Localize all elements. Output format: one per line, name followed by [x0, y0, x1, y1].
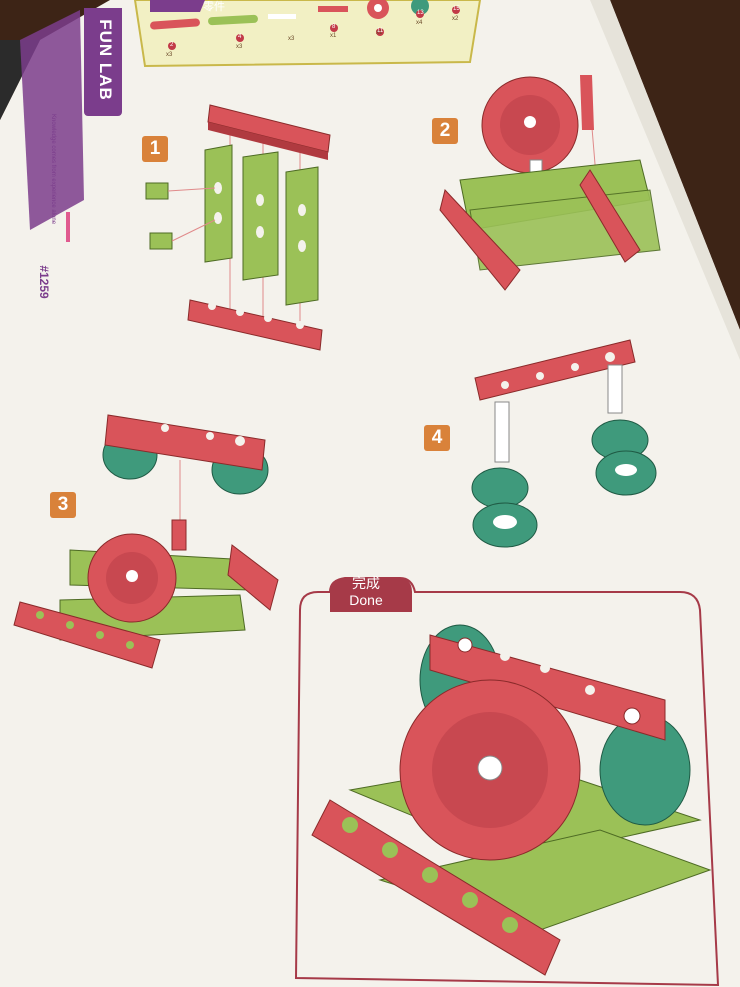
green-pin: [145, 182, 169, 200]
red-beam: [311, 799, 561, 976]
green-post: [285, 166, 319, 306]
part-quantity: x2: [452, 16, 459, 22]
red-pin: [580, 75, 594, 130]
part-quantity: x1: [376, 30, 383, 36]
step-3-badge: 3: [50, 492, 76, 518]
done-label-cn: 完成: [352, 575, 380, 591]
part-quantity: x1: [330, 33, 337, 39]
green-pin: [149, 232, 173, 250]
model-number: #1259: [37, 265, 51, 299]
done-panel: [294, 577, 720, 987]
part-quantity: x3: [166, 52, 173, 58]
step-2-badge: 2: [432, 118, 458, 144]
step-1-diagram: [145, 104, 331, 351]
red-beam: [474, 339, 636, 401]
red-beam: [227, 544, 279, 611]
step-1-badge: 1: [142, 136, 168, 162]
paper-fold: [590, 0, 740, 360]
red-beam: [439, 188, 521, 291]
part-number: 15: [453, 6, 460, 12]
green-post: [242, 151, 279, 281]
red-gear: [399, 679, 581, 861]
part-number: 8: [332, 24, 336, 30]
step-4-diagram: [471, 339, 657, 548]
pink-marker: [66, 212, 70, 242]
red-gear: [87, 533, 177, 623]
red-beam: [429, 634, 666, 741]
done-label-en: Done: [349, 592, 383, 608]
done-label: 完成 Done: [338, 575, 394, 609]
brand-name: FUN LAB: [96, 19, 115, 101]
brand-tagline: Knowledge comes from experience alone: [50, 114, 56, 225]
parts-bar-title: 零件: [203, 1, 225, 13]
step-4-badge: 4: [424, 425, 450, 451]
red-beam: [13, 601, 161, 669]
step-3-diagram: [13, 414, 279, 669]
red-pin: [171, 519, 187, 551]
green-post: [204, 144, 233, 263]
part-number: 13: [417, 10, 424, 16]
done-tab: [330, 578, 412, 612]
step-2-diagram: [439, 75, 661, 291]
part-quantity: x4: [416, 20, 423, 26]
parts-bar: [133, 0, 482, 68]
part-number: 4: [238, 34, 242, 40]
part-number: 2: [170, 42, 174, 48]
red-beam: [579, 169, 641, 263]
part-quantity: x3: [288, 36, 295, 42]
red-beam: [187, 299, 323, 351]
red-beam: [104, 414, 266, 471]
part-number: 11: [377, 28, 384, 34]
brand-tab: [84, 8, 122, 116]
red-gear: [481, 76, 579, 174]
part-quantity: x3: [236, 44, 243, 50]
purple-binding: [20, 10, 84, 230]
